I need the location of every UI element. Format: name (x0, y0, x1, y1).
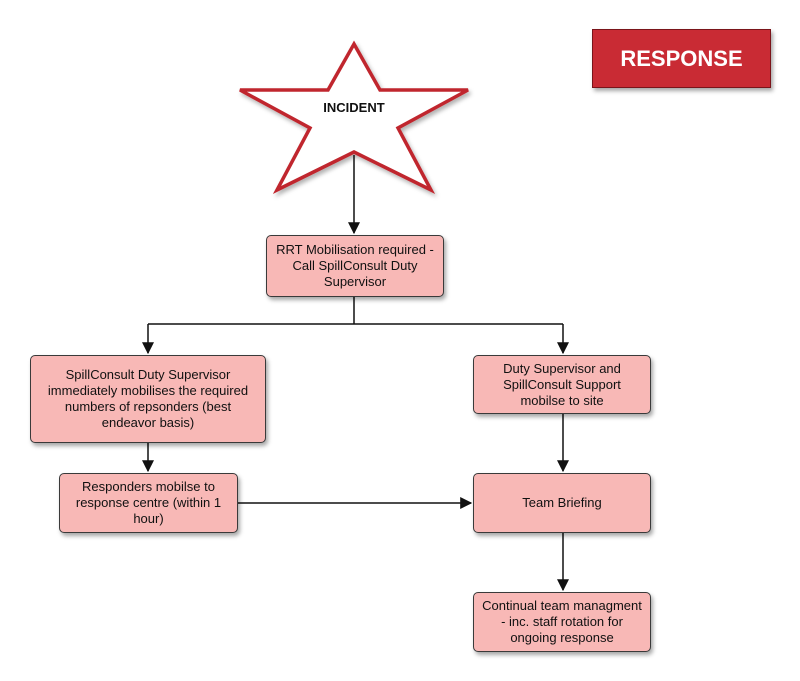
node-team-briefing: Team Briefing (473, 473, 651, 533)
incident-label: INCIDENT (323, 100, 385, 115)
node-responders-mobilise: Responders mobilse to response centre (w… (59, 473, 238, 533)
node-rrt-mobilisation: RRT Mobilisation required - Call SpillCo… (266, 235, 444, 297)
node-continual-management: Continual team managment - inc. staff ro… (473, 592, 651, 652)
response-banner: RESPONSE (592, 29, 771, 88)
node-supervisor-mobilises: SpillConsult Duty Supervisor immediately… (30, 355, 266, 443)
node-duty-support-mobilise: Duty Supervisor and SpillConsult Support… (473, 355, 651, 414)
node-team-briefing-text: Team Briefing (522, 495, 602, 510)
node-duty-support-mobilise-text: Duty Supervisor and SpillConsult Support… (503, 360, 621, 408)
node-responders-mobilise-text: Responders mobilse to response centre (w… (75, 479, 222, 526)
node-supervisor-mobilises-text: SpillConsult Duty Supervisor immediately… (47, 367, 249, 430)
incident-star (239, 40, 469, 194)
node-continual-management-text: Continual team managment - inc. staff ro… (482, 598, 642, 645)
node-rrt-mobilisation-text: RRT Mobilisation required - Call SpillCo… (276, 242, 434, 289)
